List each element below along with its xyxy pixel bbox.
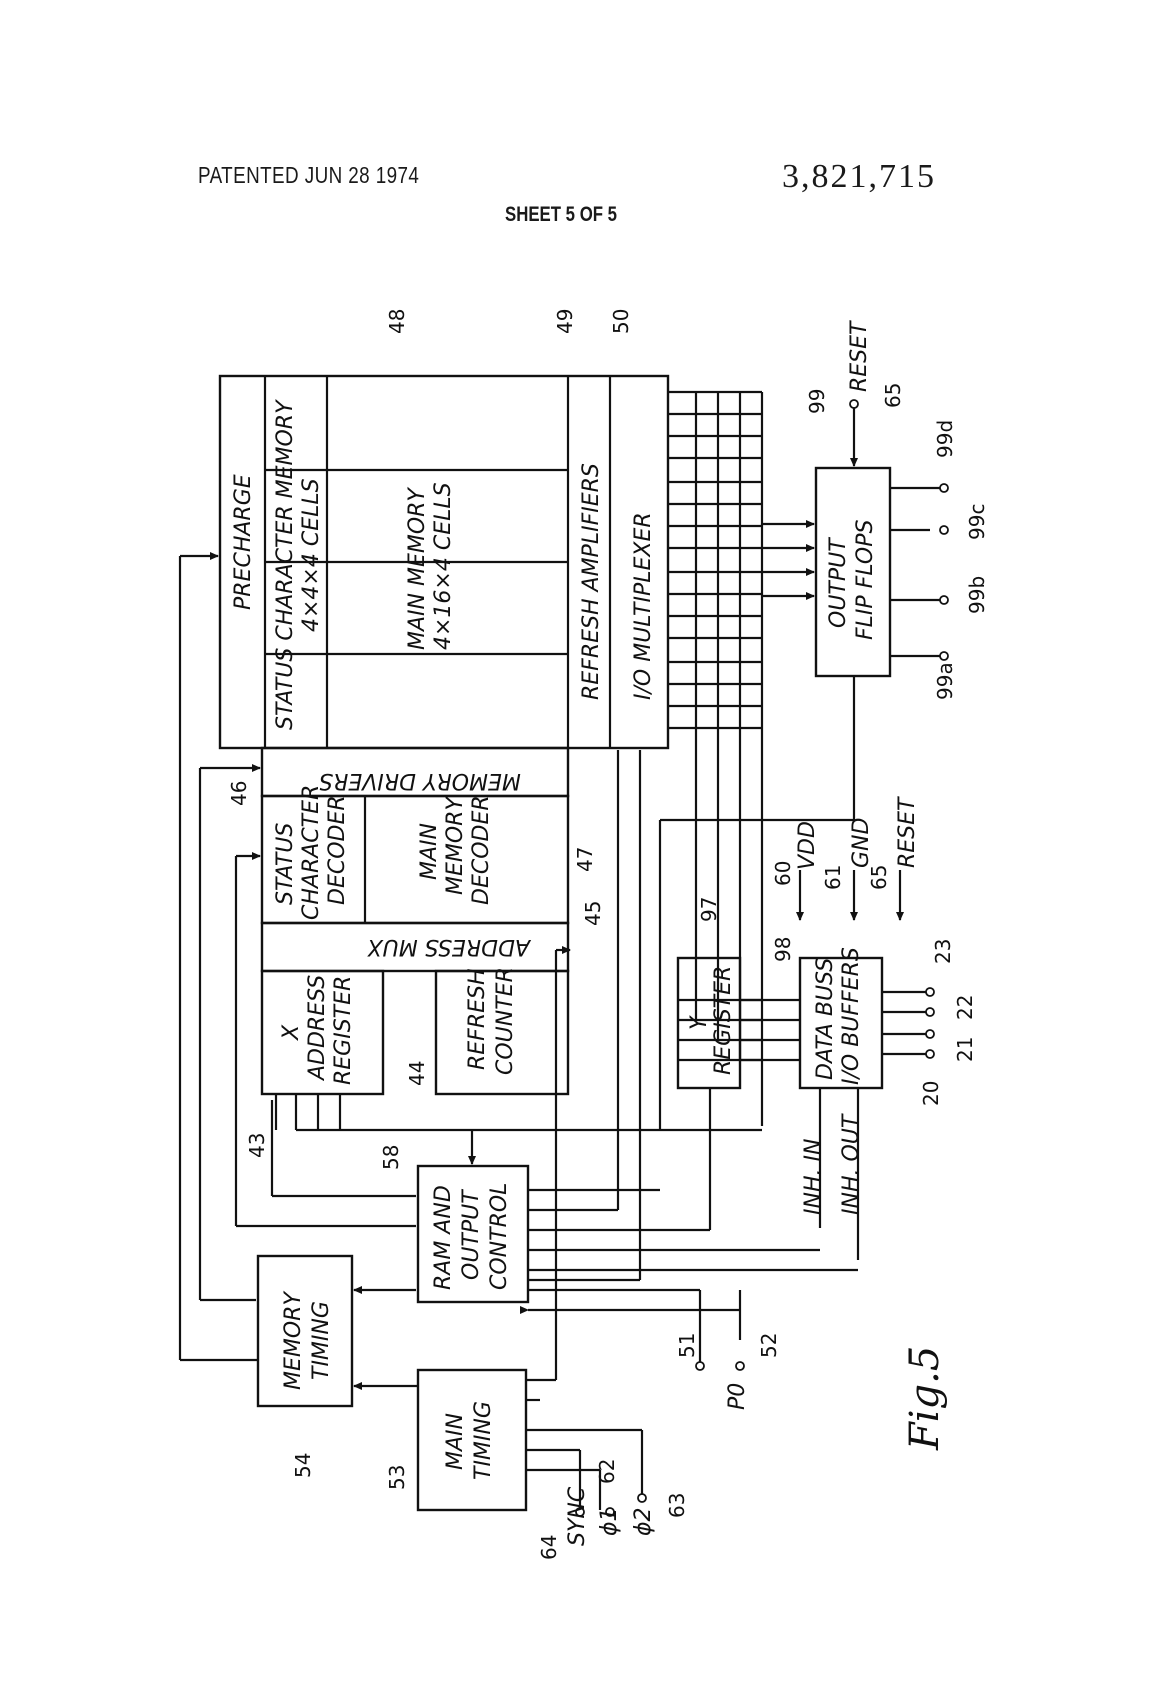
control-wiring [178, 552, 858, 1517]
main-memory-label: MAIN MEMORY [405, 487, 430, 650]
ref-65-mid: 65 [867, 865, 891, 890]
memory-drivers-label: MEMORY DRIVERS [319, 768, 521, 793]
data-buss-label-1: DATA BUSS [813, 958, 838, 1080]
status-memory-label: STATUS CHARACTER MEMORY [273, 399, 298, 730]
figure-caption: Fig.5 [902, 1346, 948, 1451]
inh-in-label: INH. IN [801, 1139, 826, 1215]
p0-label: P0 [725, 1383, 750, 1410]
status-decoder-label-2: CHARACTER [299, 785, 324, 920]
output-flip-flops-label-2: FLIP FLOPS [853, 520, 878, 640]
ref-50: 50 [609, 309, 633, 334]
status-decoder-label-1: STATUS [273, 823, 298, 905]
memory-timing-label-1: MEMORY [281, 1291, 306, 1390]
vdd-label: VDD [795, 821, 820, 870]
ref-98: 98 [771, 937, 795, 962]
main-decoder-label-3: DECODER [469, 795, 494, 905]
status-decoder-label-3: DECODER [325, 795, 350, 905]
ref-53: 53 [385, 1465, 409, 1490]
ref-48: 48 [385, 309, 409, 334]
inh-out-label: INH. OUT [839, 1113, 864, 1215]
ref-44: 44 [405, 1061, 429, 1086]
x-register-label-1: X [279, 1024, 304, 1041]
precharge-label: PRECHARGE [231, 474, 256, 610]
refresh-counter-label-1: REFRESH [465, 968, 490, 1070]
power-terminals [796, 870, 904, 921]
ref-65-top: 65 [881, 383, 905, 408]
patented-date: PATENTED JUN 28 1974 [198, 162, 420, 188]
main-timing-box [416, 1368, 528, 1512]
memory-timing-box [256, 1254, 354, 1408]
ref-99d: 99d [933, 420, 957, 458]
output-flip-flops-label-1: OUTPUT [826, 537, 851, 628]
x-register-label-2: ADDRESS [305, 975, 330, 1082]
data-terminals [708, 987, 935, 1260]
ram-control-label-3: CONTROL [487, 1183, 512, 1290]
main-timing-label-2: TIMING [471, 1401, 496, 1480]
gnd-label: GND [849, 818, 874, 868]
ref-60: 60 [771, 861, 795, 886]
ram-control-label-1: RAM AND [431, 1185, 456, 1290]
status-memory-cells: 4×4×4 CELLS [299, 478, 324, 632]
ref-22: 22 [953, 995, 977, 1020]
sync-label: SYNC [565, 1486, 590, 1546]
memory-timing-label-2: TIMING [309, 1301, 334, 1380]
main-decoder-label-2: MEMORY [443, 796, 468, 895]
phi2-label: ϕ2 [631, 1507, 656, 1536]
ref-45: 45 [581, 901, 605, 926]
ref-23: 23 [931, 939, 955, 964]
ref-63: 63 [665, 1493, 689, 1518]
ref-97: 97 [697, 897, 721, 922]
ref-21: 21 [953, 1037, 977, 1062]
ref-49: 49 [553, 309, 577, 334]
y-register-label-1: Y [687, 1015, 712, 1030]
ref-99: 99 [805, 389, 829, 414]
ref-99c: 99c [965, 504, 989, 540]
ref-99b: 99b [965, 576, 989, 614]
reset-mid-label: RESET [895, 796, 920, 868]
ref-20: 20 [919, 1081, 943, 1106]
ref-47: 47 [573, 847, 597, 872]
patent-number: 3,821,715 [782, 158, 936, 195]
data-buss-box [798, 956, 884, 1090]
ref-64: 64 [537, 1535, 561, 1560]
y-register-label-2: REGISTER [711, 966, 736, 1075]
refresh-counter-label-2: COUNTER [493, 967, 518, 1075]
reset-top-label: RESET [847, 320, 872, 392]
data-buss-label-2: I/O BUFFERS [839, 947, 864, 1085]
x-register-label-3: REGISTER [331, 976, 356, 1085]
ref-43: 43 [245, 1133, 269, 1158]
ram-control-label-2: OUTPUT [459, 1189, 484, 1280]
output-terminals [658, 399, 949, 1130]
io-multiplexer-label: I/O MULTIPLEXER [631, 512, 656, 700]
main-decoder-label-1: MAIN [417, 823, 442, 880]
ram-output-control-box [416, 1164, 530, 1304]
ref-62: 62 [595, 1459, 619, 1484]
phi1-label: ϕ1 [597, 1507, 622, 1536]
ref-52: 52 [757, 1333, 781, 1358]
main-timing-label-1: MAIN [443, 1413, 468, 1470]
sheet-number: SHEET 5 OF 5 [505, 203, 618, 226]
ref-54: 54 [291, 1453, 315, 1478]
refresh-amplifiers-label: REFRESH AMPLIFIERS [579, 463, 604, 700]
ref-99a: 99a [933, 662, 957, 700]
ref-58: 58 [379, 1145, 403, 1170]
main-memory-cells: 4×16×4 CELLS [431, 482, 456, 650]
ref-46: 46 [227, 781, 251, 806]
io-bus-lines [668, 390, 815, 1126]
address-mux-label: ADDRESS MUX [367, 934, 532, 959]
ref-51: 51 [675, 1333, 699, 1358]
ref-61: 61 [821, 865, 845, 890]
